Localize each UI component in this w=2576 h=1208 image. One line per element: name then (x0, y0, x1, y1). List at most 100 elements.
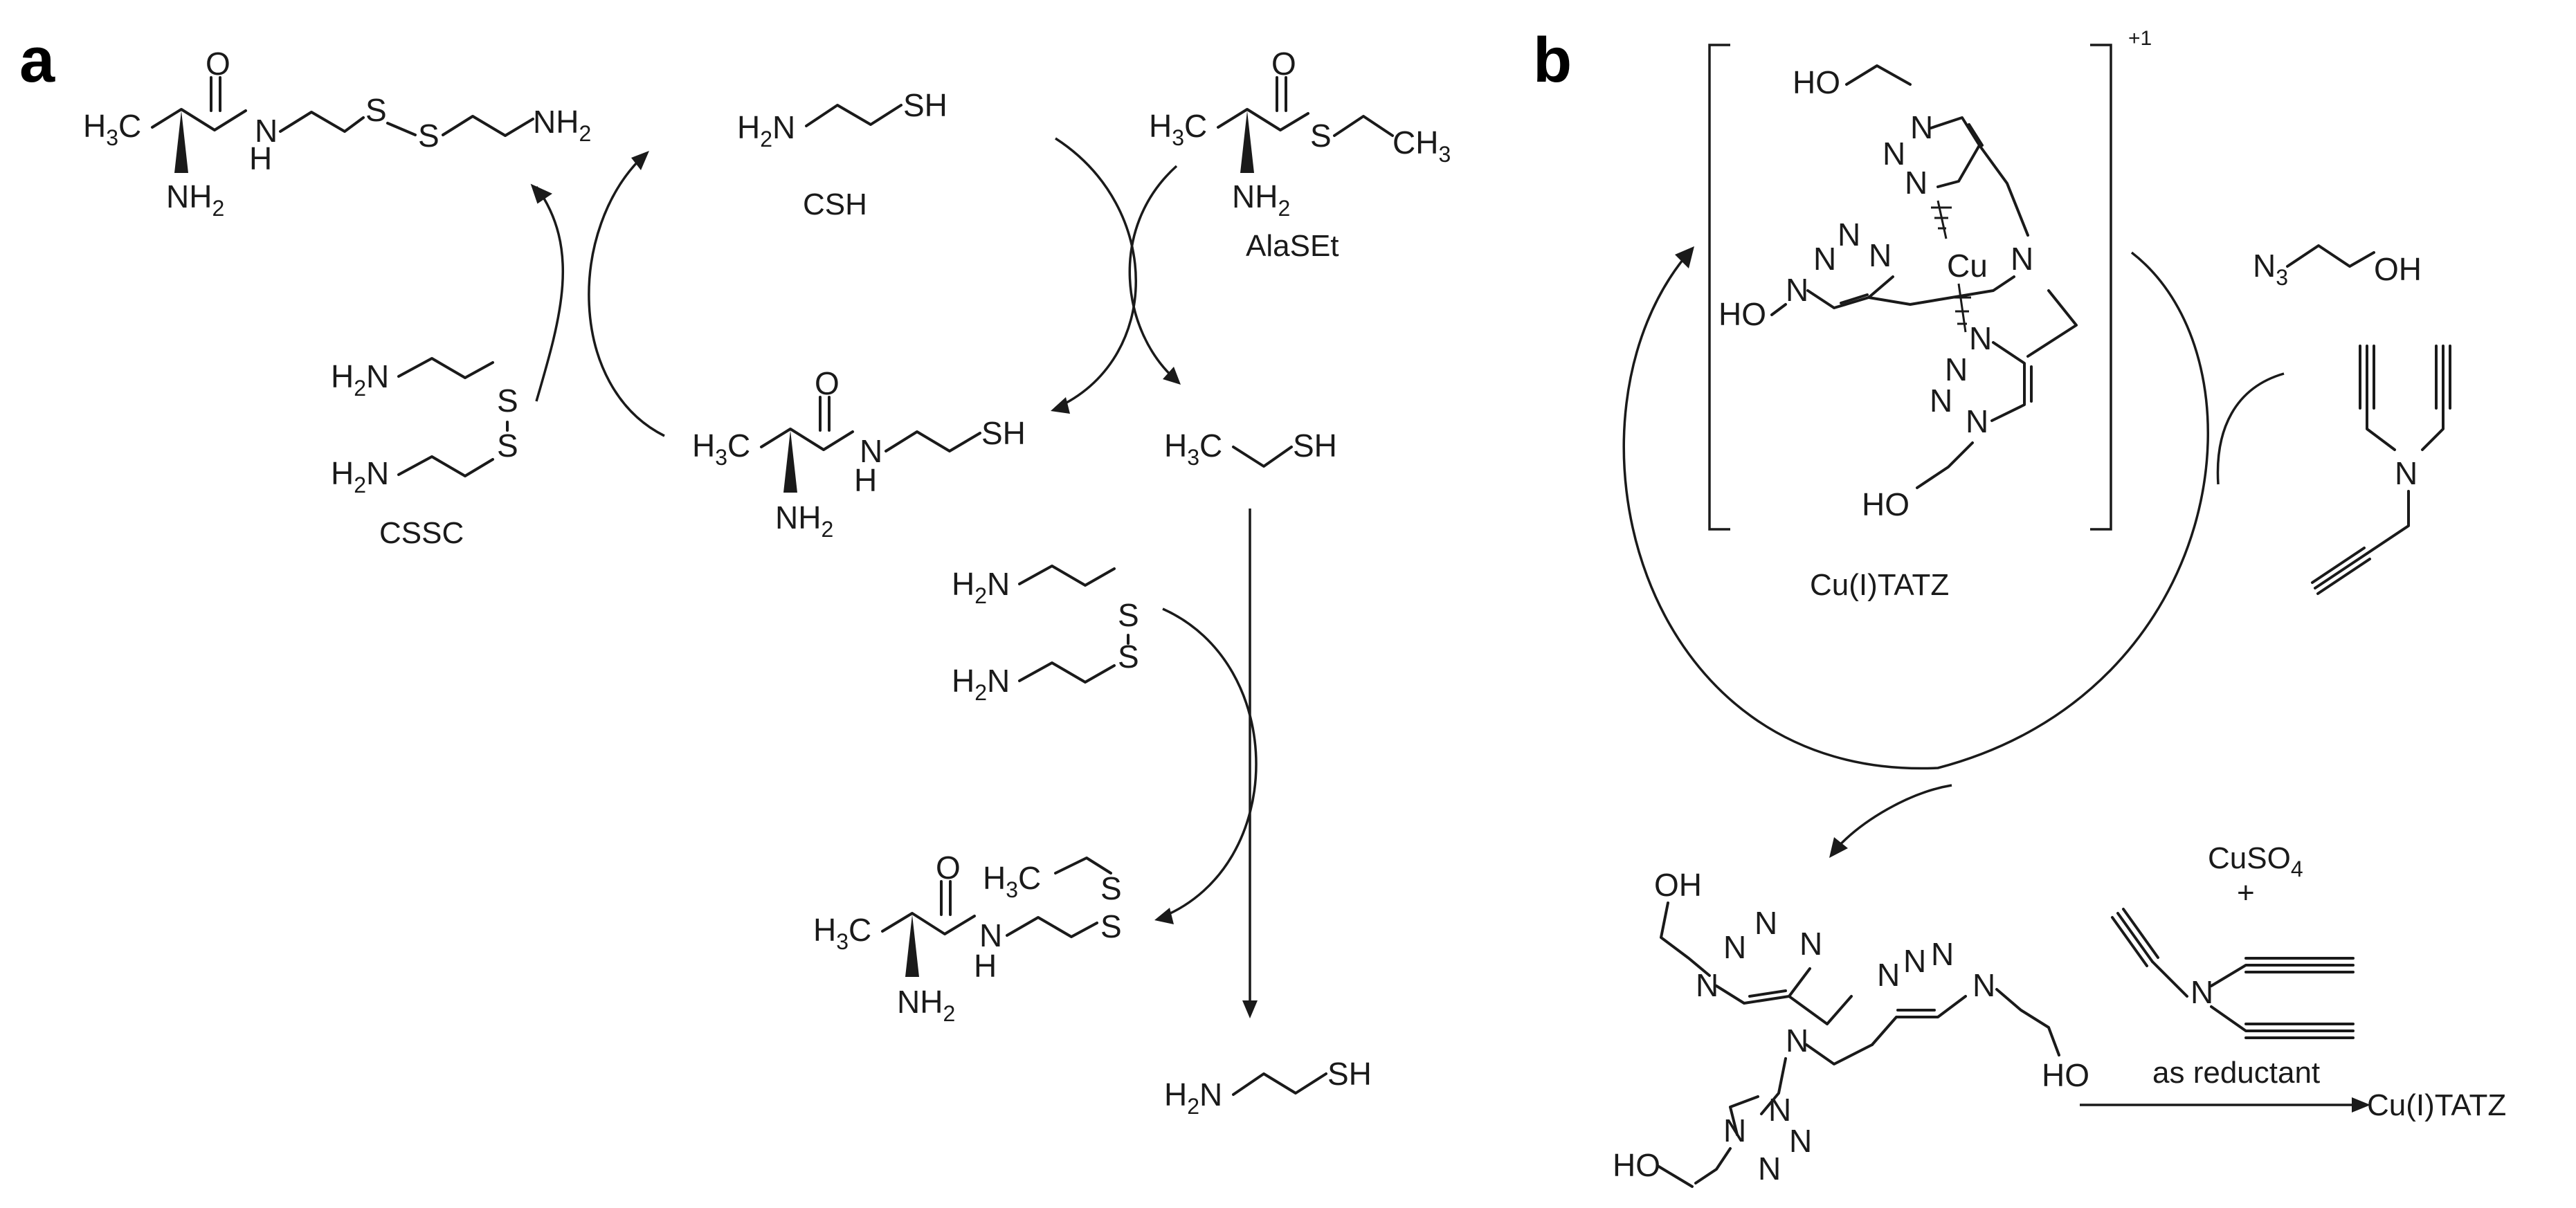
panel-label-a: a (19, 25, 55, 95)
svg-text:N: N (860, 433, 882, 469)
svg-text:CuSO4: CuSO4 (2208, 841, 2303, 881)
svg-text:N: N (1945, 351, 1968, 387)
alaset-label: AlaSEt (1246, 229, 1339, 263)
cysteamine-bottom-structure: H2N SH (1164, 1056, 1372, 1119)
svg-text:OH: OH (1654, 867, 1702, 903)
svg-text:N: N (2011, 241, 2033, 277)
svg-text:S: S (365, 92, 387, 128)
svg-text:N: N (255, 113, 278, 149)
svg-text:NH2: NH2 (166, 179, 224, 221)
svg-text:N: N (1877, 957, 1900, 993)
tripropargylamine-small-structure: N (2111, 908, 2355, 1039)
svg-text:N: N (1813, 241, 1836, 277)
svg-text:S: S (497, 428, 518, 464)
svg-text:S: S (497, 383, 518, 419)
svg-text:H3C: H3C (83, 108, 141, 150)
svg-text:H3C: H3C (813, 912, 871, 954)
svg-text:N: N (1869, 237, 1892, 273)
svg-text:H2N: H2N (331, 455, 389, 497)
svg-text:NH2: NH2 (897, 984, 955, 1026)
svg-text:H2N: H2N (1164, 1077, 1222, 1119)
svg-text:N: N (1883, 136, 1905, 172)
svg-text:N: N (1969, 320, 1992, 356)
svg-text:SH: SH (903, 87, 947, 123)
svg-text:HO: HO (1718, 296, 1766, 332)
cystamine-cssc-structure: H2N S S H2N CSSC (331, 357, 518, 550)
cuso4-subscript: 4 (2291, 857, 2303, 881)
tatz-ligand-structure: OH N N N N N N N N N HO N N N N H (1613, 867, 2089, 1188)
svg-text:N: N (2190, 974, 2213, 1010)
svg-text:N: N (1972, 967, 1995, 1003)
svg-text:N: N (1786, 1023, 1808, 1059)
svg-text:N: N (1696, 967, 1718, 1003)
svg-text:N: N (1799, 926, 1822, 962)
svg-text:HO: HO (2042, 1057, 2089, 1093)
ala-cystamine-disulfide-structure: H3C O NH2 N H S S NH2 (83, 46, 591, 221)
plus-sign: + (2237, 876, 2255, 910)
svg-text:N: N (1838, 217, 1860, 253)
svg-text:S: S (418, 118, 439, 154)
product-label: Cu(I)TATZ (2367, 1088, 2506, 1122)
svg-text:N: N (1903, 943, 1926, 979)
svg-text:N: N (979, 917, 1002, 953)
panel-a-arrows (530, 137, 1258, 1018)
cystamine-right-structure: H2N S S H2N (952, 565, 1139, 705)
svg-text:H3C: H3C (1164, 428, 1222, 470)
svg-text:N3: N3 (2253, 248, 2288, 290)
svg-text:H: H (974, 948, 997, 984)
ethanethiol-structure: H3C SH (1164, 428, 1337, 470)
panel-b: +1 HO N N N N Cu N N N N HO N N N (1613, 27, 2506, 1188)
svg-text:H2N: H2N (331, 358, 389, 401)
svg-text:HO: HO (1862, 486, 1910, 522)
svg-text:N: N (1758, 1151, 1781, 1187)
product-arrowhead (2352, 1097, 2370, 1113)
svg-text:NH2: NH2 (533, 104, 591, 146)
svg-text:N: N (1905, 165, 1928, 201)
svg-text:NH2: NH2 (1232, 179, 1290, 221)
svg-text:N: N (1966, 403, 1988, 439)
svg-text:O: O (1271, 46, 1296, 82)
ala-cysteamine-amide-structure: H3C O NH2 N H SH (692, 365, 1026, 542)
svg-text:N: N (1768, 1092, 1791, 1128)
svg-text:O: O (206, 46, 230, 82)
copper-atom: Cu (1947, 248, 1988, 284)
svg-text:HO: HO (1613, 1147, 1660, 1183)
svg-text:H: H (854, 462, 877, 498)
reductant-note: as reductant (2152, 1056, 2320, 1090)
catalytic-cycle-arrow (1622, 246, 2209, 770)
svg-text:N: N (1754, 905, 1777, 941)
alanine-thioester-alaset-structure: H3C O NH2 S CH3 AlaSEt (1149, 46, 1451, 263)
svg-text:H3C: H3C (692, 428, 750, 470)
cycle-exit-arrow (1833, 784, 1952, 852)
reagent-entry-curve (2216, 372, 2285, 485)
svg-text:S: S (1118, 597, 1139, 633)
svg-text:O: O (936, 850, 961, 886)
complex-charge: +1 (2128, 27, 2152, 50)
svg-text:HO: HO (1793, 64, 1840, 100)
csh-label: CSH (803, 187, 867, 221)
svg-text:SH: SH (981, 415, 1026, 451)
svg-text:H2N: H2N (737, 109, 795, 152)
svg-text:NH2: NH2 (775, 500, 833, 542)
complex-bracket-left (1708, 44, 1730, 531)
svg-text:SH: SH (1293, 428, 1337, 464)
cycle-exit-arrowhead (1829, 837, 1848, 858)
svg-text:N: N (1723, 929, 1746, 965)
svg-text:H: H (249, 140, 272, 176)
cu-tatz-complex-structure: HO N N N N Cu N N N N HO N N N N (1718, 64, 2078, 522)
complex-bracket-right (2090, 44, 2112, 531)
svg-text:N: N (1786, 272, 1808, 308)
svg-text:S: S (1310, 118, 1332, 154)
svg-text:OH: OH (2374, 251, 2422, 287)
svg-text:H3C: H3C (1149, 108, 1207, 150)
svg-text:H2N: H2N (952, 663, 1010, 705)
svg-text:O: O (815, 365, 840, 401)
svg-text:S: S (1100, 908, 1122, 944)
svg-text:S: S (1100, 870, 1122, 906)
svg-text:N: N (1930, 383, 1952, 419)
ala-ethyl-mixed-disulfide-structure: H3C O NH2 N H S S H3C (813, 850, 1122, 1026)
tripropargylamine-structure: N (2311, 345, 2451, 595)
svg-text:N: N (1910, 109, 1933, 145)
panel-label-b: b (1533, 25, 1572, 95)
